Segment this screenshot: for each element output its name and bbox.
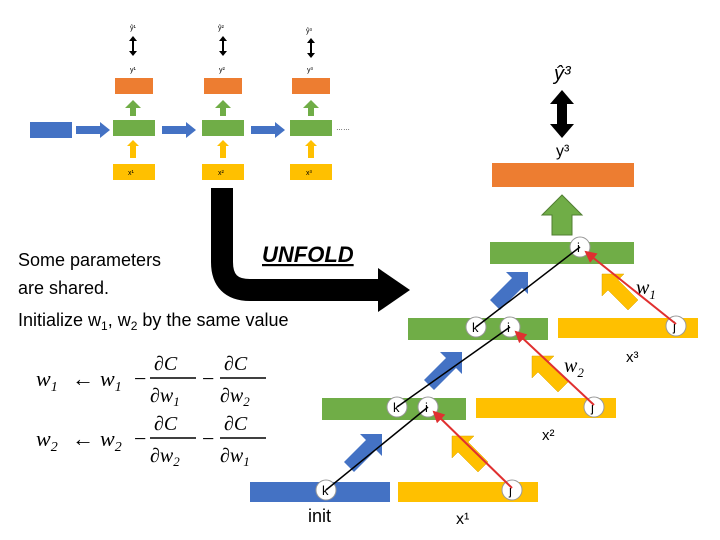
note-line-2: are shared. xyxy=(18,278,109,298)
thumb-input-box-1 xyxy=(113,164,155,180)
level0-node-j xyxy=(501,479,523,501)
red-line-j2-i3 xyxy=(584,250,677,325)
thumb-output-3: ŷ³ xyxy=(306,28,313,35)
eq1-arrow: ← xyxy=(72,366,94,391)
thumb-up-arrow-icon-1 xyxy=(125,100,141,116)
level0-node-j-label: j xyxy=(508,483,512,498)
level2-yellow-box xyxy=(558,318,698,338)
level1-yellow-box xyxy=(476,398,616,418)
level2-node-j-label: j xyxy=(672,319,676,334)
red-line-j0-i1 xyxy=(432,410,513,489)
thumb-double-arrow-icon-1 xyxy=(129,36,137,56)
eq1-w: w1 xyxy=(100,366,122,395)
thumb-orange-box-2 xyxy=(204,78,242,94)
thumb-init-box xyxy=(30,122,72,138)
level1-node-j xyxy=(583,396,605,418)
thumb-up-arrow-icon-2 xyxy=(215,100,231,116)
level1-node-k-label: k xyxy=(393,400,400,415)
thumb-input-2: x² xyxy=(218,170,225,177)
x3-label: x³ xyxy=(626,349,639,366)
thumb-input-box-3 xyxy=(290,164,332,180)
green-up-arrow-icon xyxy=(540,194,584,236)
note-line-3: Initialize w1, w2 by the same value xyxy=(18,310,289,333)
thumb-output-1: ŷ¹ xyxy=(130,25,137,32)
thumb-double-arrow-icon-2 xyxy=(219,36,227,56)
unfold-arrow-head-icon xyxy=(378,268,410,312)
output-orange-box xyxy=(492,163,634,187)
red-line-j1-i2 xyxy=(514,330,595,406)
eq2-den-1: ∂w2 xyxy=(150,445,180,469)
thumbnail-rnn: ŷ¹ y¹ x¹ ŷ² y² x² ŷ³ y³ x³ …… xyxy=(30,25,350,180)
eq1-num-1: ∂C xyxy=(154,353,178,375)
note-line-1: Some parameters xyxy=(18,250,161,270)
level0-node-k-label: k xyxy=(322,483,329,498)
thumb-target-3: y³ xyxy=(307,67,314,74)
thumb-target-1: y¹ xyxy=(130,67,137,74)
y-hat-label: ŷ³ xyxy=(552,63,572,85)
eq2-den-2: ∂w1 xyxy=(220,445,250,469)
thumb-yellow-up-arrow-icon-3 xyxy=(305,140,317,158)
eq1-lhs: w1 xyxy=(36,366,58,395)
x1-label: x¹ xyxy=(456,511,469,528)
eq2-num-1: ∂C xyxy=(154,413,178,435)
yellow-arrow-icon-1 xyxy=(451,435,489,473)
thumb-yellow-up-arrow-icon-1 xyxy=(127,140,139,158)
y-label: y³ xyxy=(556,143,570,160)
path-line-k2-i3 xyxy=(475,246,581,328)
thumb-right-arrow-icon-1 xyxy=(76,122,110,138)
x2-label: x² xyxy=(542,427,555,444)
double-arrow-icon xyxy=(550,90,574,138)
level1-node-j-label: j xyxy=(590,400,594,415)
eq2-arrow: ← xyxy=(72,426,94,451)
thumb-green-box-3 xyxy=(290,120,332,136)
thumb-yellow-up-arrow-icon-2 xyxy=(217,140,229,158)
thumb-ellipsis: …… xyxy=(336,125,350,132)
thumb-input-3: x³ xyxy=(306,170,313,177)
thumb-green-box-1 xyxy=(113,120,155,136)
eq1-minus-2: − xyxy=(202,366,214,391)
unfold-arrow-shaft xyxy=(211,188,380,301)
eq1-num-2: ∂C xyxy=(224,353,248,375)
yellow-arrow-icon-3 xyxy=(601,273,639,311)
thumb-green-box-2 xyxy=(202,120,244,136)
thumb-input-1: x¹ xyxy=(128,170,135,177)
eq1-den-2: ∂w2 xyxy=(220,385,250,409)
thumb-input-box-2 xyxy=(202,164,244,180)
level3-green-box xyxy=(490,242,634,264)
level2-node-k-label: k xyxy=(472,320,479,335)
thumb-output-2: ŷ² xyxy=(218,25,225,32)
thumb-up-arrow-icon-3 xyxy=(303,100,319,116)
thumb-double-arrow-icon-3 xyxy=(307,38,315,58)
thumb-target-2: y² xyxy=(219,67,226,74)
update-equations: w1 ← w1 − ∂C ∂w1 − ∂C ∂w2 w2 ← w2 − ∂C ∂… xyxy=(36,353,266,469)
blue-arrow-icon-3 xyxy=(490,272,528,310)
eq1-minus-1: − xyxy=(134,366,146,391)
yellow-arrow-icon-2 xyxy=(531,355,569,393)
init-label: init xyxy=(308,506,331,526)
w1-label: w1 xyxy=(636,277,656,302)
eq2-minus-2: − xyxy=(202,426,214,451)
eq2-w: w2 xyxy=(100,426,122,455)
eq2-lhs: w2 xyxy=(36,426,58,455)
eq2-num-2: ∂C xyxy=(224,413,248,435)
thumb-orange-box-1 xyxy=(115,78,153,94)
w2-label: w2 xyxy=(564,355,584,380)
eq1-den-1: ∂w1 xyxy=(150,385,180,409)
thumb-right-arrow-icon-2 xyxy=(162,122,196,138)
path-line-k1-i2 xyxy=(396,326,511,408)
unfold-label: UNFOLD xyxy=(262,242,354,267)
thumb-right-arrow-icon-3 xyxy=(251,122,285,138)
thumb-orange-box-3 xyxy=(292,78,330,94)
blue-arrow-icon-1 xyxy=(344,434,382,472)
eq2-minus-1: − xyxy=(134,426,146,451)
path-line-k0-i1 xyxy=(325,406,429,491)
